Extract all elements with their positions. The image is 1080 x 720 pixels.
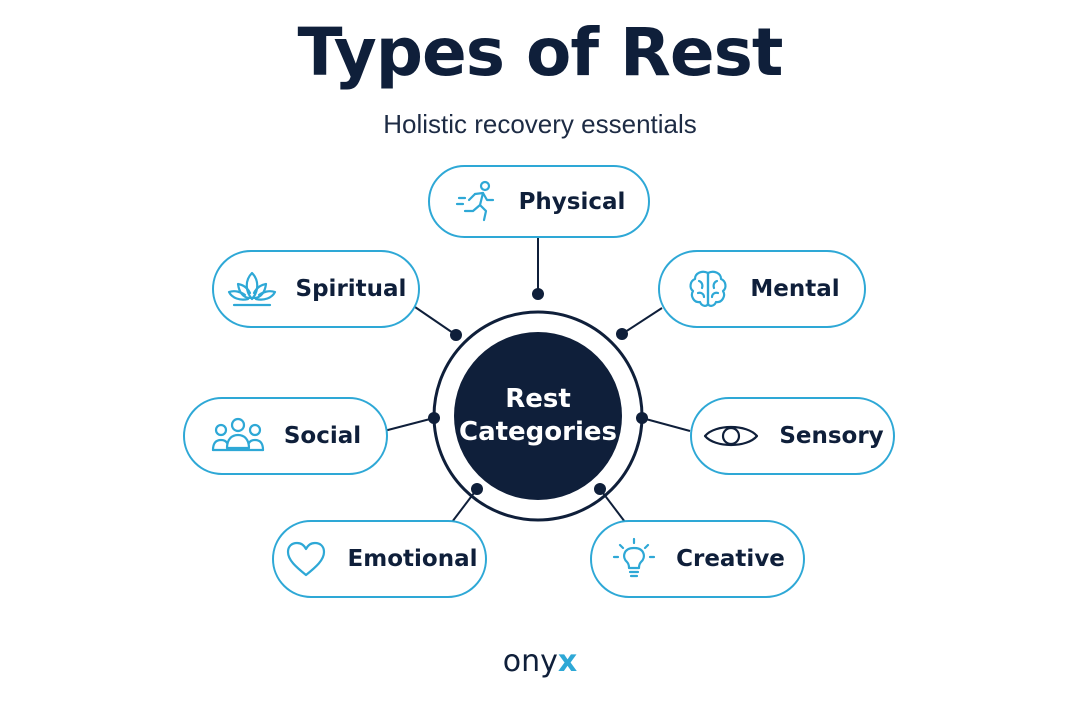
brand-logo: onyx [0, 644, 1080, 679]
category-label: Sensory [779, 423, 884, 449]
hub-label-line2: Categories [458, 417, 617, 447]
node-dot-mental [616, 328, 628, 340]
hub-label-line1: Rest [505, 384, 571, 414]
connector-creative [599, 488, 626, 523]
category-label: Spiritual [295, 276, 407, 302]
category-mental: Mental [658, 250, 866, 328]
page-subtitle: Holistic recovery essentials [383, 109, 697, 139]
node-dot-spiritual [450, 329, 462, 341]
category-physical: Physical [428, 165, 650, 238]
category-label: Creative [676, 546, 785, 572]
connector-emotional [451, 488, 478, 523]
running-person-icon [453, 178, 501, 226]
connector-sensory [641, 417, 691, 432]
category-label: Mental [750, 276, 840, 302]
logo-text-main: ony [502, 644, 558, 679]
connector-spiritual [414, 306, 457, 336]
group-icon [210, 412, 266, 460]
connector-social [383, 417, 435, 432]
category-label: Physical [518, 188, 626, 215]
node-dot-sensory [636, 412, 648, 424]
heart-icon [282, 535, 330, 583]
node-dot-social [428, 412, 440, 424]
lotus-icon [226, 265, 278, 313]
lightbulb-icon [610, 535, 658, 583]
hub-circle: Rest Categories [454, 332, 622, 500]
brain-icon [684, 265, 732, 313]
eye-icon [701, 412, 761, 460]
category-social: Social [183, 397, 388, 475]
category-label: Social [283, 423, 362, 449]
category-label: Emotional [347, 546, 478, 572]
node-dot-physical [532, 288, 544, 300]
page-title: Types of Rest [297, 14, 784, 91]
category-creative: Creative [590, 520, 805, 598]
category-sensory: Sensory [690, 397, 895, 475]
category-spiritual: Spiritual [212, 250, 420, 328]
node-dot-emotional [471, 483, 483, 495]
category-emotional: Emotional [272, 520, 487, 598]
node-dot-creative [594, 483, 606, 495]
connector-mental [621, 307, 663, 335]
logo-text-accent: x [557, 644, 578, 679]
